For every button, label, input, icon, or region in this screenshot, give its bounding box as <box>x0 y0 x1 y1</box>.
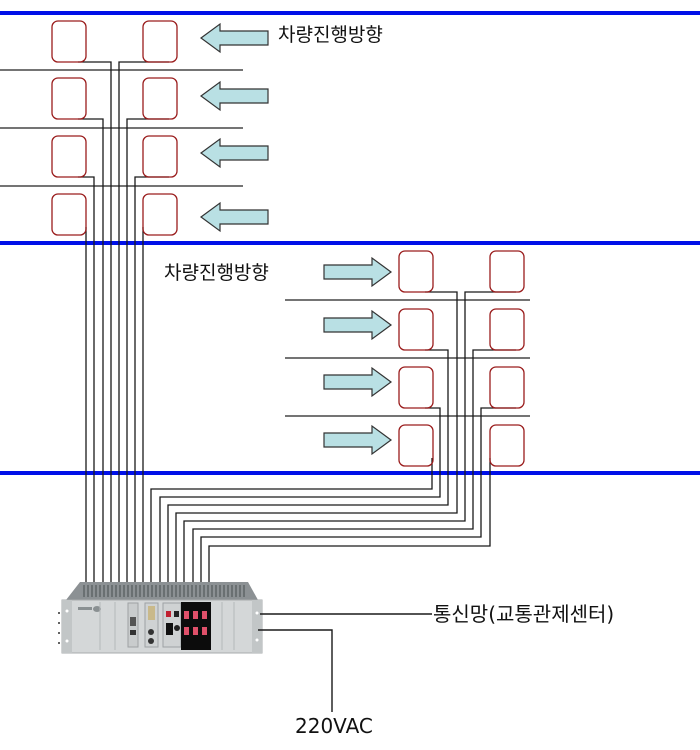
lower-direction-label: 차량진행방향 <box>164 262 269 284</box>
card-led <box>184 611 189 619</box>
power-inlet <box>166 623 173 635</box>
detector-loop <box>51 20 87 63</box>
power-switch <box>174 611 179 617</box>
detector-loop <box>142 135 178 178</box>
left-arrow-icon <box>199 201 269 233</box>
rack-left-ear <box>62 600 72 653</box>
card-led <box>193 611 198 619</box>
detector-loop <box>489 424 525 467</box>
rack-logo-icon <box>93 606 101 612</box>
detector-loop <box>398 308 434 351</box>
loop-wire <box>126 118 169 582</box>
detector-cards <box>181 602 211 650</box>
card-led <box>184 627 189 635</box>
detector-loop <box>398 250 434 293</box>
left-arrow-icon <box>199 137 269 169</box>
rack-dot <box>58 622 60 624</box>
loop-wire <box>78 61 112 582</box>
serial-port <box>130 617 136 626</box>
left-arrow-icon <box>199 22 269 54</box>
loop-wire <box>134 176 169 582</box>
loop-wire <box>167 349 449 582</box>
rack-vent-slots <box>83 585 245 597</box>
right-arrow-icon <box>323 256 393 288</box>
rack-logo-text <box>78 607 92 610</box>
loop-wire <box>200 407 516 582</box>
loop-wire <box>159 407 441 582</box>
ethernet-port <box>130 630 136 635</box>
controller-rack <box>58 582 263 654</box>
right-arrow-icon <box>323 366 393 398</box>
power-label: 220VAC <box>295 714 373 738</box>
detector-loop <box>398 366 434 409</box>
network-label: 통신망(교통관제센터) <box>433 602 615 626</box>
mount-hole <box>65 609 69 613</box>
card-led <box>202 611 207 619</box>
loop-wire <box>192 349 516 582</box>
direction-arrows <box>199 22 393 456</box>
loop-wire <box>183 291 516 582</box>
mount-hole <box>65 639 69 643</box>
detector-loop <box>489 250 525 293</box>
detector-loop <box>398 424 434 467</box>
detector-loop <box>489 366 525 409</box>
loop-wire <box>175 291 458 582</box>
power-line <box>258 629 333 712</box>
detector-card-leds <box>184 611 207 635</box>
db-connector <box>148 606 155 620</box>
right-arrow-icon <box>323 424 393 456</box>
detector-loop <box>142 193 178 236</box>
left-arrow-icon <box>199 80 269 112</box>
power-connector <box>174 625 180 631</box>
detector-loop <box>51 135 87 178</box>
rack-right-ear <box>252 600 262 653</box>
upper-direction-label: 차량진행방향 <box>278 24 383 46</box>
rack-top-vent <box>66 582 258 600</box>
right-arrow-icon <box>323 309 393 341</box>
roads <box>0 11 700 475</box>
detector-loop <box>51 77 87 120</box>
card-led <box>202 627 207 635</box>
rack-dot <box>58 642 60 644</box>
mount-hole <box>255 638 259 642</box>
detector-loop <box>51 193 87 236</box>
rack-dot <box>58 632 60 634</box>
mount-hole <box>255 611 259 615</box>
detector-loop <box>142 77 178 120</box>
card-led <box>193 627 198 635</box>
loop-wire <box>208 458 491 582</box>
detector-loop <box>142 20 178 63</box>
detector-loops <box>51 20 525 467</box>
loop-wire <box>150 458 433 582</box>
detector-loop <box>489 308 525 351</box>
round-connector <box>148 629 154 635</box>
loop-wire <box>78 176 95 582</box>
loop-wire <box>78 118 104 582</box>
power-switch <box>166 611 171 617</box>
round-connector <box>148 638 154 644</box>
rack-dot <box>58 612 60 614</box>
